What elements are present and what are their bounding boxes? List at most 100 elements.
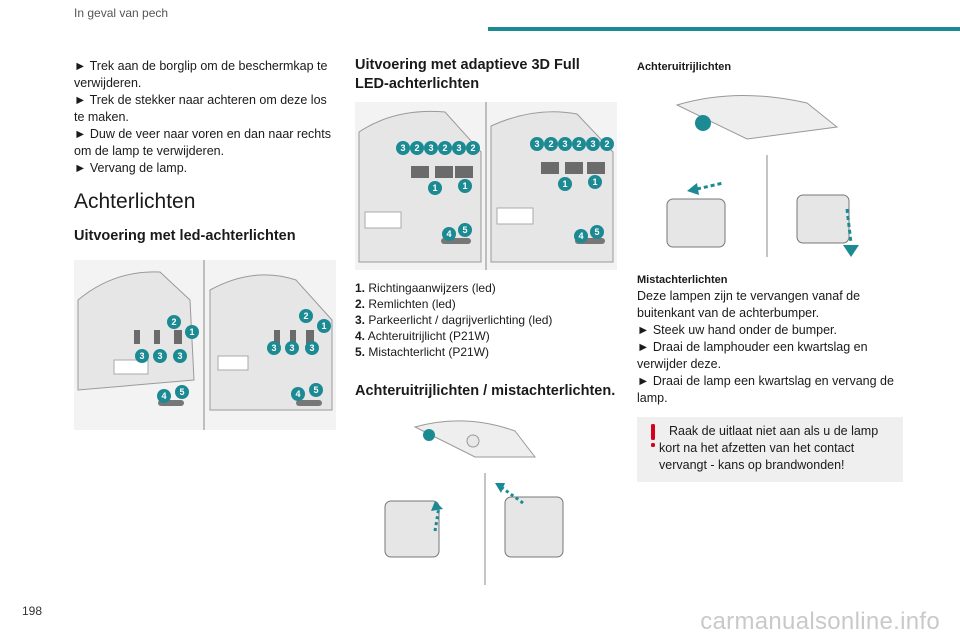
callout-label: 1 <box>592 177 597 187</box>
callout-marker <box>173 349 187 363</box>
callout-label: 1 <box>562 179 567 189</box>
legend-item: 1. Richtingaanwijzers (led) <box>355 281 496 295</box>
callout-label: 2 <box>576 139 581 149</box>
callout-label: 5 <box>179 387 184 397</box>
callout-label: 2 <box>548 139 553 149</box>
legend-item: 2. Remlichten (led) <box>355 297 456 311</box>
callout-marker <box>317 319 331 333</box>
callout-label: 3 <box>534 139 539 149</box>
callout-marker <box>458 179 472 193</box>
callout-marker <box>167 315 181 329</box>
3d-led-taillight-figure: 3 2 3 2 3 2 1 1 4 5 <box>355 102 617 270</box>
legend-item: 4. Achteruitrijlicht (P21W) <box>355 329 490 343</box>
callout-marker <box>544 137 558 151</box>
callout-label: 3 <box>456 143 461 153</box>
callout-marker <box>466 141 480 155</box>
rear-car-illustration: 3 2 3 2 3 2 1 1 4 5 <box>355 102 617 270</box>
legend-item: 3. Parkeerlicht / dagrijverlichting (led… <box>355 313 553 327</box>
callout-label: 4 <box>161 391 166 401</box>
callout-marker <box>424 141 438 155</box>
callout-marker <box>185 325 199 339</box>
callout-label: 4 <box>446 229 451 239</box>
lamp-holder-illustration <box>637 85 899 261</box>
page-number: 198 <box>22 604 43 618</box>
step-text: ► Draai de lamp een kwartslag en vervang… <box>637 374 894 405</box>
callout-marker <box>600 137 614 151</box>
callout-marker <box>530 137 544 151</box>
callout-marker <box>452 141 466 155</box>
reverse-lamp-figure <box>637 85 899 261</box>
subsection-heading: Achteruitrijlichten / mistachterlichten. <box>355 383 616 399</box>
callout-marker <box>558 137 572 151</box>
warning-text: Raak de uitlaat niet aan als u de lamp k… <box>659 424 879 472</box>
callout-marker <box>588 175 602 189</box>
watermark: carmanualsonline.info <box>700 608 940 635</box>
body-text: Deze lampen zijn te vervangen vanaf de b… <box>637 289 861 320</box>
step-text: ► Steek uw hand onder de bumper. <box>637 323 837 337</box>
callout-label: 2 <box>303 311 308 321</box>
callout-marker <box>590 225 604 239</box>
callout-label: 3 <box>590 139 595 149</box>
section-heading: Achterlichten <box>74 190 196 213</box>
warning-icon <box>651 424 655 447</box>
callout-marker <box>309 383 323 397</box>
callout-marker <box>267 341 281 355</box>
callout-label: 1 <box>462 181 467 191</box>
callout-label: 4 <box>578 231 583 241</box>
callout-label: 3 <box>177 351 182 361</box>
callout-label: 3 <box>309 343 314 353</box>
callout-label: 2 <box>442 143 447 153</box>
led-taillight-figure: 2 1 3 3 3 4 5 2 1 3 <box>74 260 336 430</box>
callout-marker <box>157 389 171 403</box>
running-header: In geval van pech <box>74 6 169 20</box>
callout-marker <box>135 349 149 363</box>
callout-label: 4 <box>295 389 300 399</box>
callout-marker <box>285 341 299 355</box>
callout-marker <box>299 309 313 323</box>
callout-marker <box>458 223 472 237</box>
callout-label: 5 <box>594 227 599 237</box>
callout-label: 5 <box>313 385 318 395</box>
column-3: Achteruitrijlichten Mistachterlichten De… <box>637 60 903 482</box>
callout-marker <box>558 177 572 191</box>
reverse-fog-lamp-figure <box>355 417 617 587</box>
figure-title: Achteruitrijlichten <box>637 61 732 73</box>
callout-marker <box>410 141 424 155</box>
callout-marker <box>153 349 167 363</box>
callout-label: 3 <box>271 343 276 353</box>
callout-label: 1 <box>189 327 194 337</box>
callout-label: 3 <box>400 143 405 153</box>
callout-label: 2 <box>604 139 609 149</box>
callout-label: 3 <box>562 139 567 149</box>
step-text: ► Vervang de lamp. <box>74 161 188 175</box>
callout-marker <box>438 141 452 155</box>
callout-marker <box>572 137 586 151</box>
step-text: ► Duw de veer naar voren en dan naar rec… <box>74 127 331 158</box>
callout-marker <box>442 227 456 241</box>
figure-legend: 1. Richtingaanwijzers (led) 2. Remlichte… <box>355 280 620 360</box>
callout-marker <box>586 137 600 151</box>
callout-marker <box>291 387 305 401</box>
callout-label: 1 <box>432 183 437 193</box>
callout-label: 5 <box>462 225 467 235</box>
callout-label: 3 <box>428 143 433 153</box>
subsection-heading: Mistachterlichten <box>637 274 728 286</box>
callout-marker <box>175 385 189 399</box>
column-2: Uitvoering met adaptieve 3D Full LED-ach… <box>355 56 620 587</box>
callout-label: 2 <box>414 143 419 153</box>
callout-marker <box>305 341 319 355</box>
warning-box: Raak de uitlaat niet aan als u de lamp k… <box>637 417 903 482</box>
callout-marker <box>574 229 588 243</box>
step-text: ► Trek aan de borglip om de beschermkap … <box>74 59 328 90</box>
header-accent-bar <box>488 27 960 31</box>
step-text: ► Trek de stekker naar achteren om deze … <box>74 93 327 124</box>
subsection-heading: Uitvoering met adaptieve 3D Full LED-ach… <box>355 57 580 92</box>
legend-item: 5. Mistachterlicht (P21W) <box>355 345 490 359</box>
column-1: ► Trek aan de borglip om de beschermkap … <box>74 58 336 430</box>
callout-marker <box>428 181 442 195</box>
subsection-heading: Uitvoering met led-achterlichten <box>74 228 296 244</box>
callout-marker <box>396 141 410 155</box>
callout-label: 3 <box>139 351 144 361</box>
callout-label: 3 <box>289 343 294 353</box>
rear-car-illustration: 2 1 3 3 3 4 5 2 1 3 <box>74 260 336 430</box>
